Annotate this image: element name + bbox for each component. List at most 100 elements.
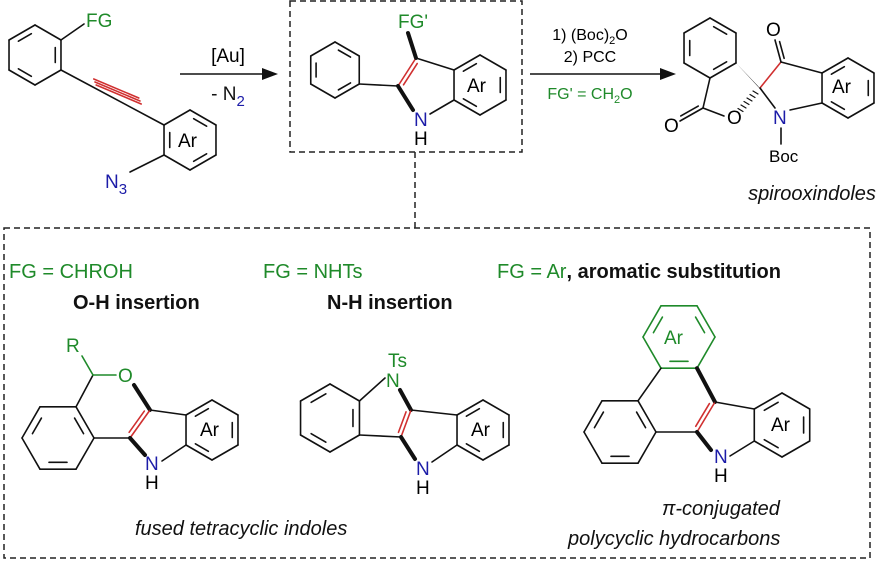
pathway-1-benzene-ring-bond	[75, 437, 95, 470]
spiro-hash-bond	[740, 104, 747, 109]
pathway-3-benzene-ring-bond	[637, 431, 657, 464]
bond	[429, 99, 455, 115]
spiro-ar-ring-inner-bond	[830, 101, 846, 111]
pathway-2-benzene-ring-bond	[329, 434, 361, 453]
pathway-1-h-label: H	[145, 473, 159, 494]
spiro-hash-bond	[743, 100, 750, 106]
pi-conjugated-caption-line1: π-conjugated	[662, 498, 781, 520]
spiro-ar-label: Ar	[832, 77, 852, 98]
pathway-3-benzene-ring-bond	[583, 431, 603, 464]
pathway-3-green-ar-ring-bond	[642, 305, 662, 338]
pathway-2-fg: FG = NHTs	[263, 261, 362, 283]
bond	[714, 401, 756, 410]
fg-benzene-ring-inner-bond	[17, 68, 33, 78]
pathway-1-benzene-ring-bond	[21, 406, 41, 439]
bond	[729, 440, 756, 457]
intermediate-ar-ring-bond	[453, 54, 481, 71]
bond	[149, 409, 187, 416]
fg-benzene-ring-inner-bond	[17, 32, 33, 42]
spiro-c3-red-bond	[759, 61, 782, 89]
bond	[358, 377, 386, 402]
pathway-2-benzene-ring-bond	[299, 383, 331, 402]
phthalide-benzene-ring-bond	[683, 17, 711, 34]
ketone-double-bond	[774, 39, 782, 63]
pathways-dashed-box	[3, 227, 871, 559]
ar-ring-inner-bond	[192, 117, 208, 127]
pathway-1-ar-ring-bond	[185, 399, 213, 416]
pathway-2-h-label: H	[416, 478, 430, 499]
fg-prime-label: FG'	[398, 12, 428, 33]
bonds-layer	[8, 17, 875, 470]
intermediate-ar-ring-inner-bond	[462, 62, 478, 72]
pathway-3-ar-ring-bond	[753, 392, 783, 410]
spiro-ar-ring-bond	[821, 57, 849, 74]
pathway-1-c2-c3-double-bond	[129, 409, 151, 439]
indole-h-label: H	[414, 129, 428, 150]
pathway-1-ar-ring-bond	[211, 399, 239, 416]
indole-c2-c3-double-bond	[397, 57, 417, 87]
pathway-3-benzene-ring-inner-bond	[635, 411, 647, 429]
intermediate-benzene-ring-inner-bond	[337, 82, 352, 91]
pathway-2-n-label: N	[416, 459, 430, 480]
pathway-2-benzene-ring-bond	[329, 383, 361, 402]
pathway-3-ar-ring-bond	[781, 392, 811, 410]
fused-indoles-caption: fused tetracyclic indoles	[135, 518, 347, 540]
pathway-2-benzene-ring-inner-bond	[310, 432, 327, 443]
fg-benzene-ring-bond	[34, 24, 62, 41]
pathway-3-c2-c3-double-bond	[694, 402, 711, 428]
intermediate-dashed-box	[289, 0, 523, 153]
pathway-1-benzene-ring-inner-bond	[31, 417, 43, 435]
bond	[702, 77, 711, 109]
pathway-1-benzene-ring-bond	[21, 437, 41, 470]
azide-label: N3	[105, 172, 127, 198]
pathway-3-n-bold-bond	[695, 430, 713, 452]
step2-reagent-2: 2) PCC	[564, 49, 616, 66]
boc-label: Boc	[769, 147, 799, 166]
pathway-3-green-ar-ring-bond	[696, 305, 716, 338]
bond	[431, 444, 458, 463]
bond	[789, 102, 823, 111]
pathway-3-ar-ring-inner-bond	[763, 438, 779, 449]
pathway-3-ar-label: Ar	[771, 415, 791, 436]
lactone-carbonyl-double-bond	[679, 107, 704, 122]
pathway-2-ar-ring-inner-bond	[465, 443, 481, 453]
ar-ring-inner-bond	[192, 153, 208, 163]
bond	[358, 83, 399, 87]
pathway-2-benzene-ring-bond	[299, 434, 331, 453]
bond	[637, 367, 662, 402]
lactone-carbonyl-double-bond	[679, 105, 700, 117]
bond	[358, 434, 402, 438]
bond	[75, 374, 94, 408]
ar-ring-bond	[189, 109, 217, 126]
intermediate-ar-ring-bond	[453, 99, 481, 116]
pathway-2-ts-label: Ts	[388, 351, 407, 372]
pathway-1-fg: FG = CHROH	[9, 261, 133, 283]
pathway-3-bold-bond	[695, 366, 717, 404]
bond	[780, 61, 823, 74]
ketone-o-label: O	[766, 20, 781, 41]
pathway-3-heading: FG = Ar, aromatic substitution	[497, 261, 781, 283]
intermediate-ar-label: Ar	[467, 76, 487, 97]
pathway-2-reaction: N-H insertion	[327, 292, 453, 314]
fg-benzene-ring-bond	[8, 24, 36, 41]
intermediate-benzene-ring-bond	[309, 41, 336, 57]
pathway-3-benzene-ring-inner-bond	[593, 411, 605, 429]
bond	[415, 57, 455, 71]
reaction-arrow-1	[180, 68, 278, 80]
pathway-1-r-label: R	[66, 336, 80, 357]
pathway-1-c2-c3-double-bond	[128, 410, 146, 434]
pathway-3-green-ar-ring-bond	[642, 336, 662, 369]
intermediate-benzene-ring-bond	[334, 83, 361, 99]
bond	[161, 444, 187, 462]
pathway-2-ar-ring-bond	[482, 444, 510, 461]
fg-benzene-ring-bond	[8, 69, 36, 86]
pathway-2-c2-c3-double-bond	[400, 409, 412, 438]
intermediate-ar-ring-bond	[479, 54, 507, 71]
catalyst-label: [Au]	[211, 46, 245, 67]
indole-n-bold-bond	[396, 84, 415, 112]
ar-ring-bond	[189, 154, 217, 171]
pathway-1-benzene-ring-inner-bond	[73, 417, 85, 435]
pathway-1-ar-ring-bond	[185, 444, 213, 461]
pathway-3-green-ar-ring-inner-bond	[694, 316, 706, 334]
bond	[410, 409, 458, 416]
